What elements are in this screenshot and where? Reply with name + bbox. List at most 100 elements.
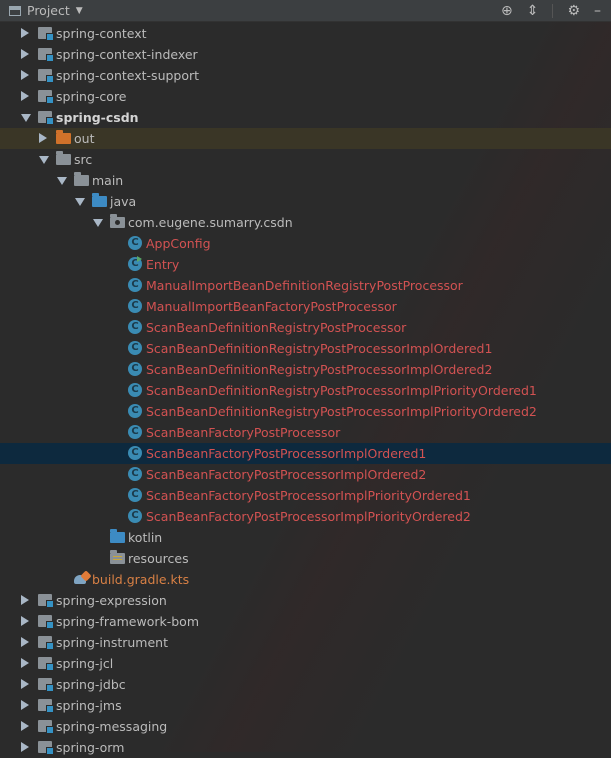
tree-node[interactable]: spring-instrument [0,632,611,653]
collapse-arrow-icon[interactable] [21,679,29,689]
runnable-class-icon: C [128,256,142,271]
tree-node[interactable]: spring-framework-bom [0,611,611,632]
resources-folder-icon [110,550,125,564]
tree-node[interactable]: spring-jcl [0,653,611,674]
class-icon: C [128,509,142,523]
tree-node[interactable]: resources [0,548,611,569]
collapse-arrow-icon[interactable] [39,133,47,143]
collapse-arrow-icon[interactable] [21,70,29,80]
expand-arrow-icon[interactable] [39,156,49,164]
collapse-arrow-icon[interactable] [21,616,29,626]
tree-node-label: ScanBeanFactoryPostProcessorImplPriority… [146,509,471,524]
collapse-arrow-icon[interactable] [21,595,29,605]
module-folder-icon [38,636,54,650]
tree-node[interactable]: spring-context-support [0,65,611,86]
locate-icon[interactable]: ⊕ [500,3,513,19]
collapse-arrow-icon[interactable] [21,28,29,38]
caret-down-icon[interactable]: ▼ [75,5,83,16]
tree-node[interactable]: C ScanBeanDefinitionRegistryPostProcessor… [0,401,611,422]
module-folder-icon [38,720,54,734]
tree-node[interactable]: spring-context-indexer [0,44,611,65]
tree-node[interactable]: spring-csdn [0,107,611,128]
collapse-arrow-icon[interactable] [21,91,29,101]
excluded-folder-icon [56,130,71,144]
expand-arrow-icon[interactable] [21,114,31,122]
tree-node[interactable]: build.gradle.kts [0,569,611,590]
tree-node-label: build.gradle.kts [92,572,190,587]
class-icon: C [128,383,142,397]
module-folder-icon [38,48,54,62]
tree-node[interactable]: main [0,170,611,191]
tree-node-label: main [92,173,124,188]
module-folder-icon [38,678,54,692]
tree-node-label: src [74,152,93,167]
tree-node[interactable]: spring-expression [0,590,611,611]
tree-node-label: ScanBeanFactoryPostProcessorImplOrdered2 [146,467,427,482]
project-view-title[interactable]: Project [27,3,70,18]
tree-node[interactable]: spring-messaging [0,716,611,737]
gradle-icon [74,572,90,586]
tree-node[interactable]: C ScanBeanFactoryPostProcessorImplPriorit… [0,506,611,527]
minimize-icon[interactable]: – [594,3,601,19]
tree-node[interactable]: C Entry [0,254,611,275]
tree-node-label: spring-orm [56,740,125,755]
module-folder-icon [38,699,54,713]
tree-node[interactable]: spring-jdbc [0,674,611,695]
tree-node[interactable]: C ScanBeanDefinitionRegistryPostProcessor… [0,380,611,401]
tree-node[interactable]: C ScanBeanFactoryPostProcessor [0,422,611,443]
tree-node[interactable]: spring-context [0,23,611,44]
class-icon: C [128,467,142,481]
expand-arrow-icon[interactable] [93,219,103,227]
tree-node-label: ManualImportBeanFactoryPostProcessor [146,299,397,314]
collapse-arrow-icon[interactable] [21,742,29,752]
class-icon: C [128,236,142,250]
tree-node-label: resources [128,551,189,566]
class-icon: C [128,362,142,376]
collapse-arrow-icon[interactable] [21,700,29,710]
tree-node[interactable]: spring-core [0,86,611,107]
collapse-all-icon[interactable]: ⇕ [526,3,539,19]
tree-node-label: Entry [146,257,180,272]
tree-node-label: spring-framework-bom [56,614,200,629]
expand-arrow-icon[interactable] [57,177,67,185]
toolbar-actions: ⊕ ⇕ ⚙ – [501,0,601,22]
tree-node-label: ScanBeanDefinitionRegistryPostProcessorI… [146,362,493,377]
tree-node[interactable]: spring-jms [0,695,611,716]
tree-node[interactable]: kotlin [0,527,611,548]
tree-node-label: ScanBeanFactoryPostProcessor [146,425,341,440]
tree-node[interactable]: spring-orm [0,737,611,758]
collapse-arrow-icon[interactable] [21,658,29,668]
tree-node-label: spring-expression [56,593,167,608]
module-folder-icon [38,111,54,125]
tree-node[interactable]: src [0,149,611,170]
module-folder-icon [38,27,54,41]
project-toolbar: Project ▼ ⊕ ⇕ ⚙ – [0,0,611,22]
tree-node[interactable]: java [0,191,611,212]
tree-node-label: spring-jcl [56,656,114,671]
collapse-arrow-icon[interactable] [21,637,29,647]
tree-node-label: ScanBeanDefinitionRegistryPostProcessorI… [146,383,537,398]
class-icon: C [128,488,142,502]
tree-node[interactable]: out [0,128,611,149]
collapse-arrow-icon[interactable] [21,721,29,731]
folder-icon [56,151,71,165]
tree-node-label: com.eugene.sumarry.csdn [128,215,293,230]
tree-node-label: ScanBeanDefinitionRegistryPostProcessorI… [146,404,537,419]
tree-node-label: ScanBeanFactoryPostProcessorImplOrdered1 [146,446,427,461]
collapse-arrow-icon[interactable] [21,49,29,59]
expand-arrow-icon[interactable] [75,198,85,206]
tree-node[interactable]: C ScanBeanFactoryPostProcessorImplOrdered… [0,464,611,485]
class-icon: C [128,425,142,439]
gear-icon[interactable]: ⚙ [567,3,580,19]
tree-node[interactable]: C ScanBeanDefinitionRegistryPostProcessor… [0,359,611,380]
source-folder-icon [110,529,125,543]
tree-node[interactable]: com.eugene.sumarry.csdn [0,212,611,233]
class-icon: C [128,404,142,418]
